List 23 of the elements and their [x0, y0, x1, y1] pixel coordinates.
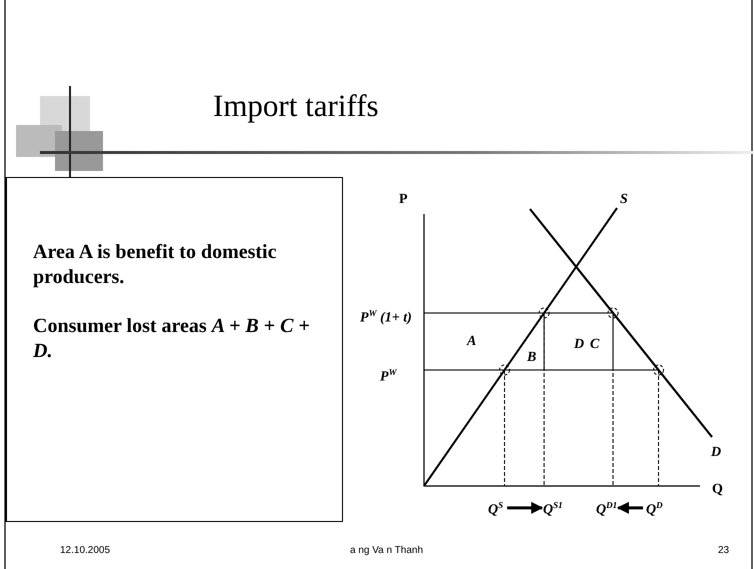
- axis-label: P: [399, 192, 408, 208]
- quantity-label: Q$^{D}$: [646, 497, 663, 519]
- curve-label: D: [711, 445, 722, 461]
- quantity-label: Q$^{S1}$: [543, 497, 563, 519]
- page-number: 23: [718, 545, 730, 556]
- date-text: 12.10.2005: [60, 545, 110, 556]
- panel-paragraph: Area A is benefit to domestic producers.: [33, 240, 278, 290]
- area-label: D: [574, 337, 584, 353]
- area-label: B: [527, 350, 536, 366]
- area-label: A: [467, 334, 476, 350]
- axis-label: Q: [712, 482, 723, 498]
- arrow: [507, 502, 544, 514]
- quantity-label: Q$^{D1}$: [596, 497, 618, 519]
- area-label: C: [590, 337, 600, 353]
- arrow: [616, 502, 643, 514]
- text-panel: [5, 177, 343, 522]
- curve-label: S: [620, 192, 628, 208]
- quantity-label: Q$^{S}$: [488, 497, 504, 519]
- author-text: a ng Va n Thanh: [350, 545, 424, 556]
- price-label: P$^{W}$ (1+ t): [360, 307, 412, 327]
- price-label: P$^{W}$: [380, 366, 397, 386]
- slide-title: Import tariffs: [213, 88, 379, 124]
- panel-paragraph: Consumer lost areas A + B + C + D.: [33, 314, 311, 364]
